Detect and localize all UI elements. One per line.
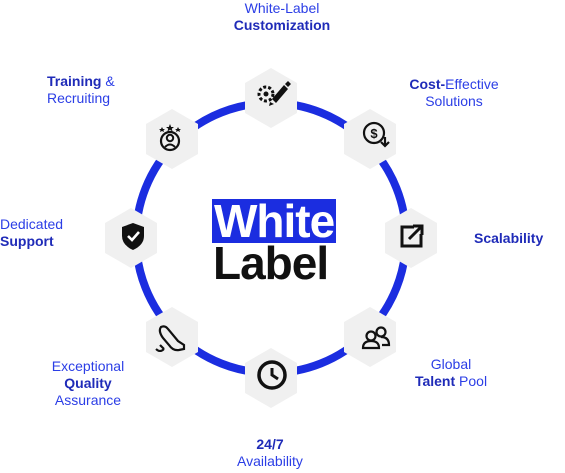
label-customization: White-Label Customization — [233, 0, 331, 33]
node-bg-quality — [146, 307, 198, 367]
label-cost: Cost-Effective Solutions — [409, 76, 499, 109]
label-scalability: Scalability — [474, 230, 544, 246]
node-bg-customization — [245, 68, 297, 128]
users-icon — [361, 326, 391, 350]
node-bg-availability — [245, 348, 297, 408]
node-backgrounds — [105, 68, 437, 408]
center-title-white: White — [212, 195, 337, 247]
node-bg-talent — [344, 307, 396, 367]
node-bg-cost — [344, 109, 396, 169]
svg-text:$: $ — [370, 126, 378, 141]
label-support: Dedicated Support — [0, 216, 64, 249]
hand-icon — [155, 325, 186, 352]
center-title-label: Label — [213, 237, 329, 289]
dollar-down-icon: $ — [362, 121, 390, 148]
label-training: Training & Recruiting — [47, 73, 115, 106]
label-talent: Global Talent Pool — [414, 356, 488, 389]
external-link-icon — [400, 224, 424, 248]
shield-check-icon — [122, 223, 144, 250]
clock-icon — [257, 360, 287, 390]
label-availability: 24/7 Availability — [237, 436, 303, 469]
user-stars-icon — [159, 124, 181, 152]
label-quality: Exceptional Quality Assurance — [51, 358, 125, 408]
node-bg-training — [146, 109, 198, 169]
paint-brush-icon — [257, 81, 291, 106]
